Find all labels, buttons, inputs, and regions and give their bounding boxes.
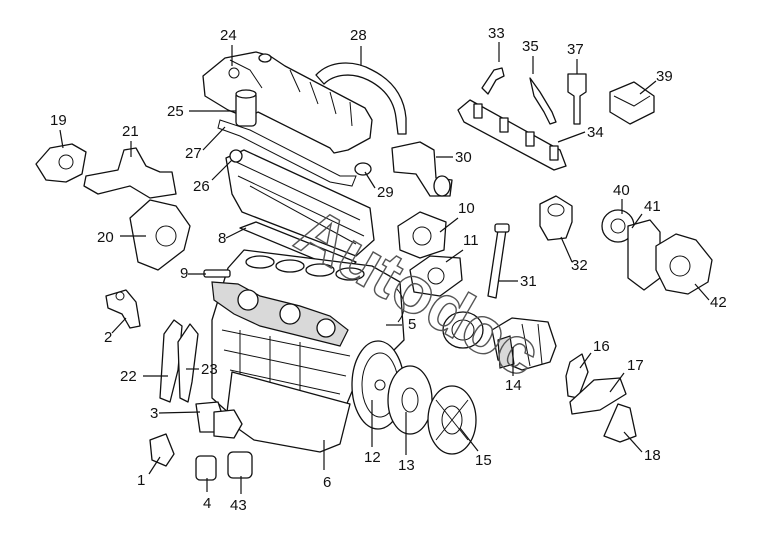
sensor-wire — [529, 77, 557, 125]
callout-1: 1 — [137, 472, 145, 489]
callout-29: 29 — [377, 184, 394, 201]
callout-21: 21 — [122, 123, 139, 140]
leader-line-2 — [111, 317, 127, 334]
callout-16: 16 — [593, 338, 610, 355]
leader-line-41 — [631, 213, 643, 229]
leader-line-27 — [202, 126, 226, 151]
cylinder-head — [225, 149, 375, 273]
control-unit — [609, 81, 655, 125]
turbocharger — [491, 317, 557, 371]
callout-39: 39 — [656, 68, 673, 85]
callout-5: 5 — [408, 316, 416, 333]
callout-30: 30 — [455, 149, 472, 166]
leader-line-34 — [557, 131, 586, 143]
callout-11: 11 — [463, 232, 479, 249]
filter-43 — [227, 451, 253, 479]
callout-13: 13 — [398, 457, 415, 474]
callout-37: 37 — [567, 41, 584, 58]
clutch-disc — [427, 385, 477, 455]
callout-43: 43 — [230, 497, 247, 514]
callout-42: 42 — [710, 294, 727, 311]
leader-line-8 — [225, 227, 247, 239]
callout-32: 32 — [571, 257, 588, 274]
callout-10: 10 — [458, 200, 475, 217]
callout-28: 28 — [350, 27, 367, 44]
oil-pump — [409, 255, 463, 297]
callout-8: 8 — [218, 230, 226, 247]
callout-20: 20 — [97, 229, 114, 246]
timing-belt-22 — [159, 319, 183, 403]
callout-17: 17 — [627, 357, 644, 374]
dipstick-tube — [487, 223, 510, 299]
timing-cover-20 — [129, 199, 191, 271]
cover-gasket — [217, 119, 357, 187]
callout-18: 18 — [644, 447, 661, 464]
leader-line-3 — [158, 411, 201, 414]
breather-hose — [315, 62, 407, 135]
coolant-pipe-21 — [83, 147, 177, 199]
thermostat-housing — [391, 141, 453, 197]
pressure-plate — [387, 365, 433, 435]
callout-9: 9 — [180, 265, 188, 282]
pipe — [395, 287, 405, 323]
callout-12: 12 — [364, 449, 381, 466]
leader-line-1 — [148, 456, 161, 475]
callout-15: 15 — [475, 452, 492, 469]
leader-line-29 — [364, 171, 376, 189]
water-pump — [397, 211, 447, 259]
callout-25: 25 — [167, 103, 184, 120]
bracket-2 — [105, 289, 141, 329]
injection-pump — [655, 233, 713, 295]
leader-line-39 — [639, 80, 657, 95]
engine-mount-18 — [603, 403, 637, 443]
bolt — [203, 269, 231, 278]
fuel-rail — [457, 99, 567, 171]
callout-2: 2 — [104, 329, 112, 346]
callout-19: 19 — [50, 112, 67, 129]
leader-line-16 — [579, 352, 592, 369]
callout-24: 24 — [220, 27, 237, 44]
callout-26: 26 — [193, 178, 210, 195]
callout-33: 33 — [488, 25, 505, 42]
leader-line-18 — [623, 431, 643, 453]
leader-line-17 — [609, 372, 625, 393]
callout-34: 34 — [587, 124, 604, 141]
pulley — [601, 209, 635, 243]
belt-guide-23 — [177, 323, 199, 403]
callout-23: 23 — [201, 361, 218, 378]
crankshaft — [211, 281, 349, 347]
leader-line-42 — [694, 283, 710, 301]
callout-31: 31 — [520, 273, 537, 290]
seal-ring-large — [442, 311, 484, 349]
left-housing-19 — [35, 143, 87, 183]
injector — [567, 73, 587, 125]
pump-housing — [627, 219, 661, 291]
leader-line-26 — [211, 159, 233, 181]
callout-14: 14 — [505, 377, 522, 394]
filter-4 — [195, 455, 217, 481]
callout-41: 41 — [644, 198, 661, 215]
leader-line-10 — [439, 217, 459, 233]
callout-27: 27 — [185, 145, 202, 162]
callout-4: 4 — [203, 495, 211, 512]
leader-line-11 — [445, 249, 464, 263]
callout-40: 40 — [613, 182, 630, 199]
leader-line-15 — [459, 427, 479, 452]
leader-line-32 — [560, 236, 573, 263]
seal-ring — [354, 162, 372, 176]
thermostat-32 — [539, 195, 573, 241]
callout-6: 6 — [323, 474, 331, 491]
sensor-1 — [149, 433, 175, 467]
leader-line-19 — [59, 129, 64, 149]
oil-filler-cap — [235, 89, 257, 127]
callout-3: 3 — [150, 405, 158, 422]
callout-35: 35 — [522, 38, 539, 55]
fuel-line — [481, 67, 505, 95]
thermostat-3 — [195, 401, 243, 439]
callout-22: 22 — [120, 368, 137, 385]
